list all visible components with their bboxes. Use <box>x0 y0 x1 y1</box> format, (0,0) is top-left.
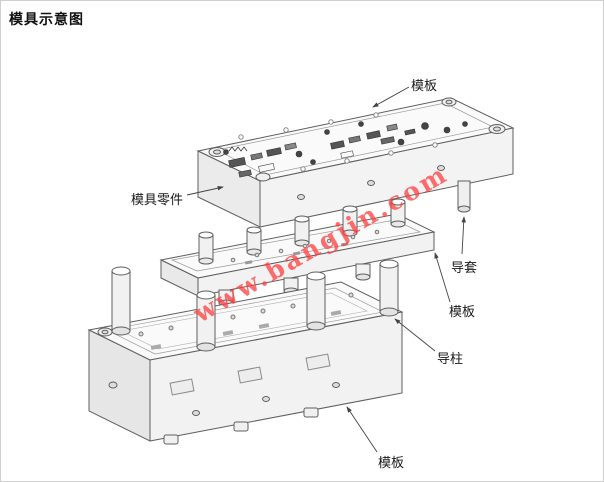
leader-guide-bushing <box>461 216 466 255</box>
leader-lines <box>186 86 466 453</box>
guide-bushings <box>198 198 406 265</box>
guide-pillars <box>111 259 399 352</box>
label-middle-plate: 模板 <box>449 304 476 319</box>
bottom-plate <box>87 259 404 445</box>
label-guide-bushing: 导套 <box>451 260 478 275</box>
leader-guide-pillar <box>394 318 436 352</box>
label-top-plate: 模板 <box>411 78 438 93</box>
label-mold-parts: 模具零件 <box>131 192 184 207</box>
leader-bottom-plate <box>346 406 378 453</box>
leader-top-plate <box>372 86 410 108</box>
page-title: 模具示意图 <box>9 11 84 27</box>
middle-plate <box>159 198 436 307</box>
label-bottom-plate: 模板 <box>378 455 405 470</box>
leader-mold-parts <box>186 185 224 196</box>
guide-bushing-part <box>457 180 471 213</box>
label-guide-pillar: 导柱 <box>437 351 464 366</box>
mold-components <box>223 121 468 178</box>
leader-middle-plate <box>434 252 451 303</box>
